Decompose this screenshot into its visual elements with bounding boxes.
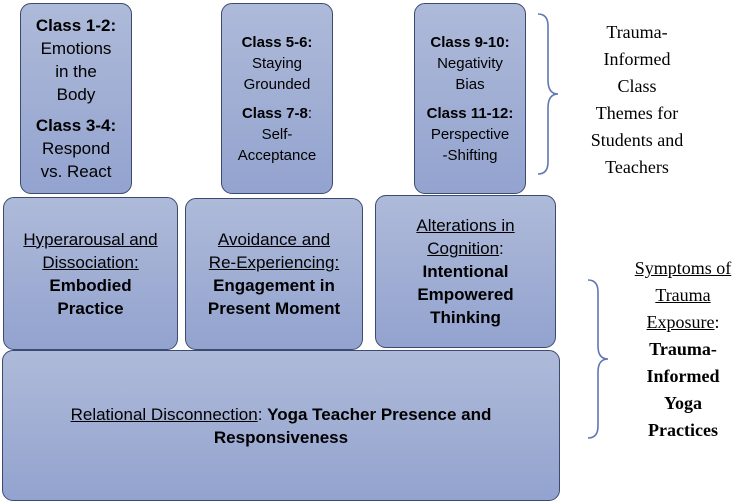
class-theme: Negativity [437, 54, 503, 72]
class-label: Class 5-6: [241, 33, 313, 51]
caption-line: Yoga [663, 393, 702, 413]
symptom-colon: : [257, 404, 268, 424]
class-theme: Grounded [243, 75, 311, 93]
class-theme: Bias [455, 75, 485, 93]
class-themes-box-5-6-7-8: Class 5-6: Staying Grounded Class 7-8: S… [221, 3, 333, 194]
symptom-label: Hyperarousal and [23, 229, 158, 249]
symptom-label: Alterations in [416, 216, 515, 235]
caption-line-exposure: Exposure: [622, 309, 744, 336]
practice-label: Intentional [422, 262, 509, 281]
class-theme: -Shifting [442, 146, 498, 164]
symptom-label-line: Cognition: [427, 237, 504, 260]
symptom-label: Cognition [427, 239, 500, 258]
class-label: Class 1-2: [35, 16, 117, 35]
caption-line: Themes for [595, 103, 679, 123]
class-label: Class 7-8 [241, 104, 308, 122]
symptoms-caption: Symptoms of Trauma Exposure: Trauma- Inf… [622, 255, 744, 444]
practice-label: Present Moment [207, 299, 341, 318]
class-theme: Staying [251, 54, 303, 72]
caption-colon: : [714, 312, 720, 332]
class-label: Class 9-10: [430, 33, 510, 51]
class-theme: vs. React [40, 162, 112, 181]
caption-line: Practices [648, 420, 718, 440]
class-theme: Self- [261, 125, 293, 143]
practice-label: Empowered [417, 285, 514, 304]
class-themes-box-1-2-3-4: Class 1-2: Emotions in the Body Class 3-… [20, 3, 132, 194]
class-label: Class 11-12: [426, 104, 514, 122]
caption-line: Informed [646, 366, 720, 386]
symptom-colon: : [499, 239, 504, 258]
class-theme: Perspective [430, 125, 510, 143]
brace-themes [537, 13, 559, 175]
practice-label: Responsiveness [213, 427, 349, 447]
symptom-box-cognition: Alterations in Cognition: Intentional Em… [375, 195, 556, 348]
caption-line: Teachers [605, 157, 669, 177]
caption-line: Trauma- [606, 22, 668, 42]
caption-line: Symptoms of [634, 258, 732, 278]
class-themes-caption: Trauma- Informed Class Themes for Studen… [572, 19, 702, 181]
symptom-box-hyperarousal: Hyperarousal and Dissociation: Embodied … [3, 197, 178, 350]
symptom-box-relational: Relational Disconnection: Yoga Teacher P… [2, 350, 560, 501]
class-theme: Acceptance [237, 146, 317, 164]
practice-label: Engagement in [213, 276, 335, 295]
caption-line: Trauma- [649, 339, 717, 359]
class-label-colon: : [307, 104, 313, 122]
class-theme: Emotions [40, 39, 112, 58]
caption-line: Trauma [655, 285, 711, 305]
brace-symptoms [587, 279, 609, 439]
caption-line: Informed [603, 49, 671, 69]
symptom-label: Avoidance and [217, 230, 331, 249]
practice-label: Yoga Teacher Presence and [267, 404, 492, 424]
caption-text: Exposure [646, 312, 715, 332]
class-label: Class 3-4: [35, 116, 117, 135]
practice-label: Practice [57, 298, 124, 318]
caption-line: Class [617, 76, 657, 96]
class-label-line: Class 7-8: [242, 103, 312, 124]
class-themes-box-9-10-11-12: Class 9-10: Negativity Bias Class 11-12:… [414, 3, 526, 194]
symptom-label: Dissociation: [42, 252, 139, 272]
practice-label: Thinking [430, 308, 501, 327]
class-theme: Respond [41, 139, 111, 158]
class-theme: in the [55, 62, 97, 81]
symptom-label: Relational Disconnection [70, 404, 258, 424]
class-theme: Body [56, 85, 96, 104]
relational-line-1: Relational Disconnection: Yoga Teacher P… [71, 403, 492, 426]
symptom-label: Re-Experiencing: [208, 253, 340, 272]
caption-line: Students and [590, 130, 684, 150]
practice-label: Embodied [49, 275, 132, 295]
symptom-box-avoidance: Avoidance and Re-Experiencing: Engagemen… [185, 198, 363, 350]
